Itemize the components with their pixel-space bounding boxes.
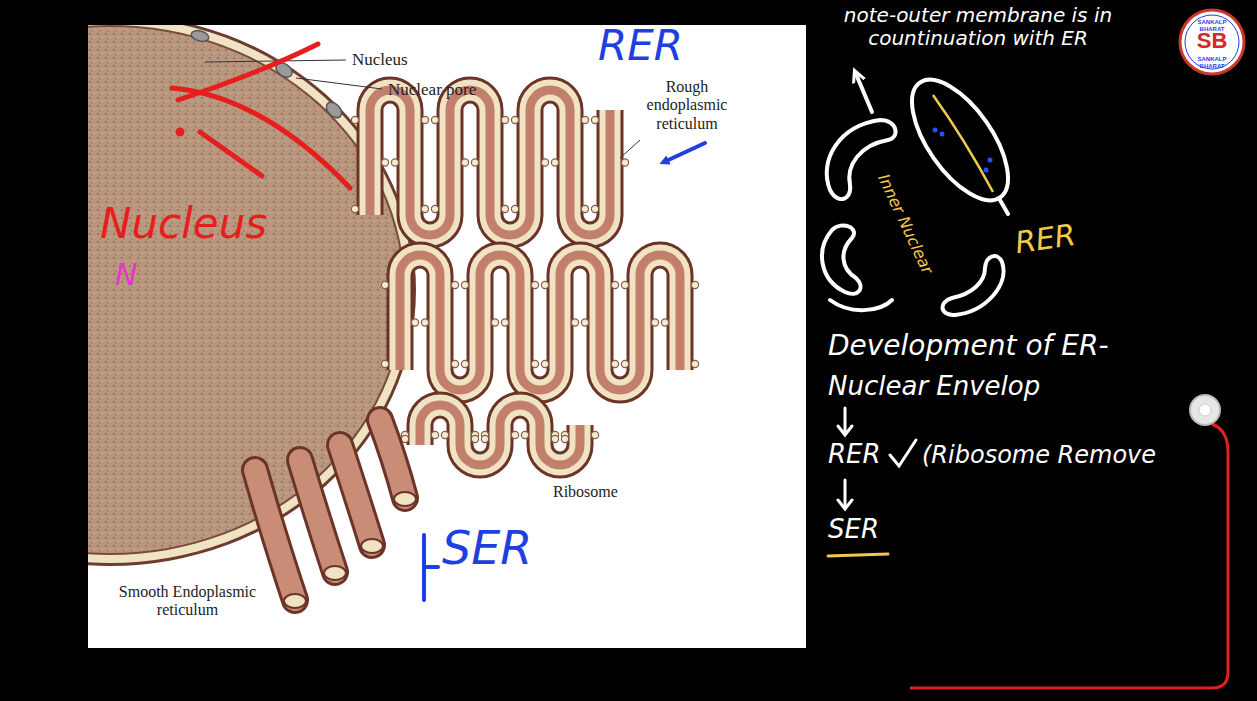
ribosome-dot — [661, 319, 668, 326]
ribosome-dot — [541, 360, 548, 367]
ribosome-dot — [651, 319, 658, 326]
ribosome-dot — [581, 319, 588, 326]
leader-line — [620, 140, 640, 158]
ribosome-dot — [451, 281, 458, 288]
ribosome-dot — [381, 360, 388, 367]
ribosome-dot — [611, 360, 618, 367]
ribosome-dot — [521, 431, 528, 438]
ribosome-dot — [501, 116, 508, 123]
er-cisterna-edge — [420, 405, 580, 465]
ribosome-dot — [541, 281, 548, 288]
ribosome-dot — [421, 116, 428, 123]
ribosome-dot — [351, 205, 358, 212]
ribosome-dot — [511, 205, 518, 212]
ribosome-dot — [411, 319, 418, 326]
ribosome-dot — [561, 435, 568, 442]
dots — [933, 128, 993, 173]
smooth-er — [255, 420, 416, 608]
ribosome-dot — [611, 281, 618, 288]
pen-cursor — [910, 395, 1228, 688]
er-membrane — [400, 255, 680, 390]
ribosome-dot — [531, 281, 538, 288]
rough-er — [351, 90, 698, 465]
flow-step: SER — [828, 515, 879, 545]
ribosome-dot — [441, 431, 448, 438]
ribosome-dot — [551, 159, 558, 166]
ribosome-dot — [511, 116, 518, 123]
sketch-label: RER — [1013, 218, 1078, 261]
er-lumen — [370, 90, 610, 235]
ribosome-dot — [381, 159, 388, 166]
ribosome-dot — [591, 116, 598, 123]
handwritten-label: N — [115, 258, 137, 293]
part-label: Nuclear pore — [388, 80, 476, 100]
logo-text: SB — [1187, 28, 1237, 53]
ribosome-dot — [431, 116, 438, 123]
part-label: Smooth Endoplasmic reticulum — [100, 583, 275, 620]
part-label: Nucleus — [352, 50, 408, 70]
ribosome-dot — [431, 205, 438, 212]
leader-line — [296, 78, 382, 89]
ribosome-dot — [621, 281, 628, 288]
red-marker-strokes — [172, 44, 350, 188]
part-label: Rough endoplasmic reticulum — [628, 78, 746, 133]
pointer-arrow — [664, 143, 705, 162]
sketch-label: Inner Nuclear — [873, 170, 936, 277]
ribosome-dot — [471, 159, 478, 166]
ribosome-dot — [461, 360, 468, 367]
er-cisterna-edge — [370, 90, 610, 235]
ribosome-dot — [501, 205, 508, 212]
ribosome-dot — [491, 319, 498, 326]
handwritten-label: Nucleus — [100, 200, 267, 248]
logo — [1180, 10, 1244, 74]
flow-note: (Ribosome Remove — [922, 442, 1156, 470]
ribosome-dot — [481, 435, 488, 442]
ribosome-dot — [381, 281, 388, 288]
flow-step: RER — [828, 440, 881, 470]
er-cisterna-edge — [400, 255, 680, 390]
nuclear-pore — [323, 99, 344, 120]
nuclear-pore — [190, 29, 210, 43]
underline — [828, 554, 888, 556]
ribosome-dot — [531, 360, 538, 367]
ribosome-dot — [421, 205, 428, 212]
er-membrane — [420, 405, 580, 465]
ribosome-dot — [581, 116, 588, 123]
logo-text: SANKALP BHARAT — [1185, 56, 1239, 70]
membrane-sketch — [822, 64, 1026, 315]
ribosome-dot — [581, 205, 588, 212]
note-text: note-outer membrane is in countinuation … — [828, 4, 1128, 50]
flow-heading: Development of ER- — [828, 330, 1109, 362]
ribosome-dot — [351, 116, 358, 123]
cell-drawing — [88, 25, 699, 608]
ribosome-dot — [511, 431, 518, 438]
ribosome-dot — [471, 435, 478, 442]
ribosome-dot — [551, 435, 558, 442]
bracket — [424, 535, 438, 600]
flow-step: Nuclear Envelop — [828, 372, 1040, 402]
ribosome-dot — [391, 159, 398, 166]
ribosome-dot — [461, 159, 468, 166]
handwritten-label: RER — [598, 22, 683, 70]
ribosome-dot — [591, 431, 598, 438]
er-lumen — [420, 405, 580, 465]
ribosome-dot — [691, 360, 698, 367]
ribosome-dot — [621, 360, 628, 367]
ribosome-dot — [691, 281, 698, 288]
ribosome-dot — [461, 281, 468, 288]
part-label: Ribosome — [553, 483, 618, 501]
ribosome-dot — [571, 319, 578, 326]
ribosome-dot — [451, 360, 458, 367]
er-lumen — [400, 255, 680, 390]
ribosome-dot — [501, 319, 508, 326]
inner-membrane — [933, 95, 993, 192]
er-membrane — [370, 90, 610, 235]
ribosome-dot — [431, 431, 438, 438]
ribosome-dot — [421, 319, 428, 326]
ribosome-dot — [621, 159, 628, 166]
ribosome-dot — [541, 159, 548, 166]
ribosome-dot — [591, 205, 598, 212]
handwritten-label: SER — [442, 522, 532, 575]
